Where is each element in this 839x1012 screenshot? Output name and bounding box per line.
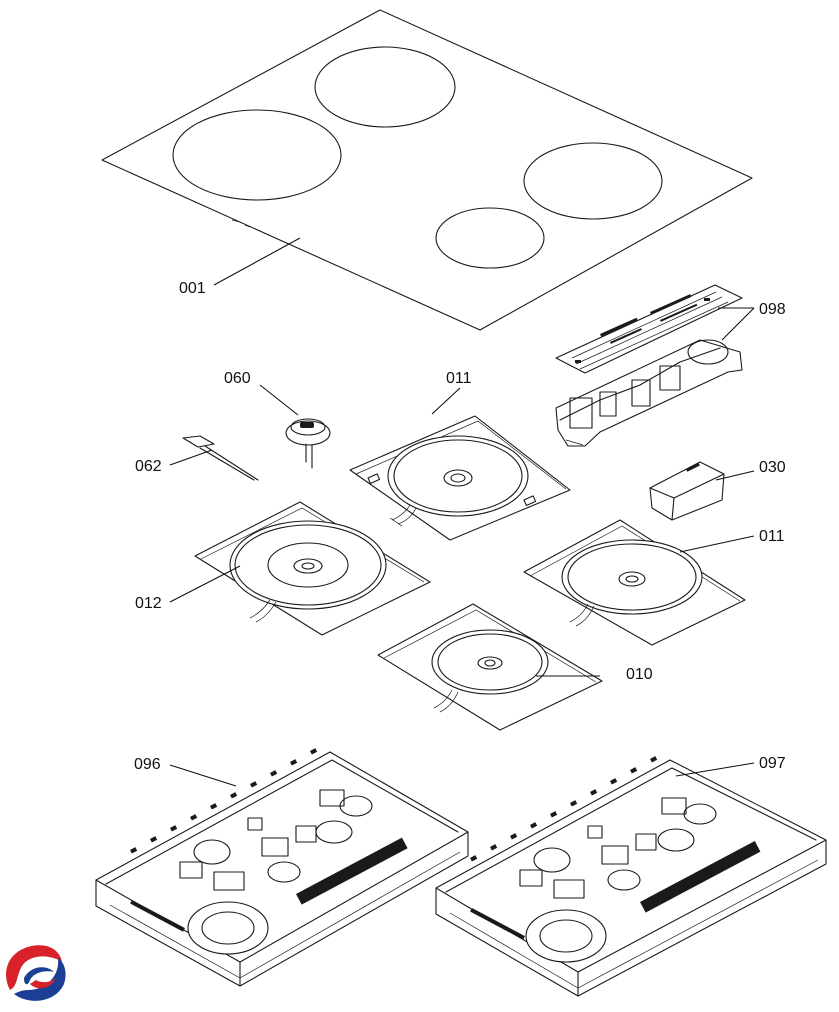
label-096: 096 <box>134 756 161 773</box>
leader-012 <box>169 565 241 603</box>
leader-011a <box>431 387 461 415</box>
label-010: 010 <box>626 666 653 683</box>
leader-030 <box>715 470 755 481</box>
label-060: 060 <box>224 370 251 387</box>
label-011a: 011 <box>446 370 472 387</box>
label-062: 062 <box>135 458 162 475</box>
part-010-coil-small <box>377 603 603 731</box>
part-060-sensor <box>285 418 331 469</box>
label-097: 097 <box>759 755 786 772</box>
leader-060 <box>259 384 299 416</box>
part-011-coil-right <box>523 519 746 646</box>
brand-logo <box>6 945 66 1001</box>
label-098: 098 <box>759 301 786 318</box>
part-030-module <box>649 461 725 521</box>
part-001-glass-top <box>101 9 753 331</box>
logo-red-swoosh <box>6 945 62 990</box>
label-030: 030 <box>759 459 786 476</box>
leader-011b <box>679 535 755 553</box>
part-098-control-unit <box>555 284 743 447</box>
part-097-base-tray <box>435 756 827 997</box>
leader-097 <box>675 762 755 777</box>
label-012: 012 <box>135 595 162 612</box>
part-012-coil-large <box>194 501 431 636</box>
label-001: 001 <box>179 280 206 297</box>
part-011-coil-rear <box>349 415 571 541</box>
logo-blue-swoosh <box>14 958 66 1001</box>
leader-096 <box>169 764 237 787</box>
leader-062 <box>169 449 213 466</box>
leader-098 <box>718 307 755 341</box>
part-062-clip <box>182 435 259 481</box>
leader-001 <box>213 237 301 286</box>
label-011b: 011 <box>759 528 785 545</box>
part-096-base-tray <box>95 748 469 987</box>
